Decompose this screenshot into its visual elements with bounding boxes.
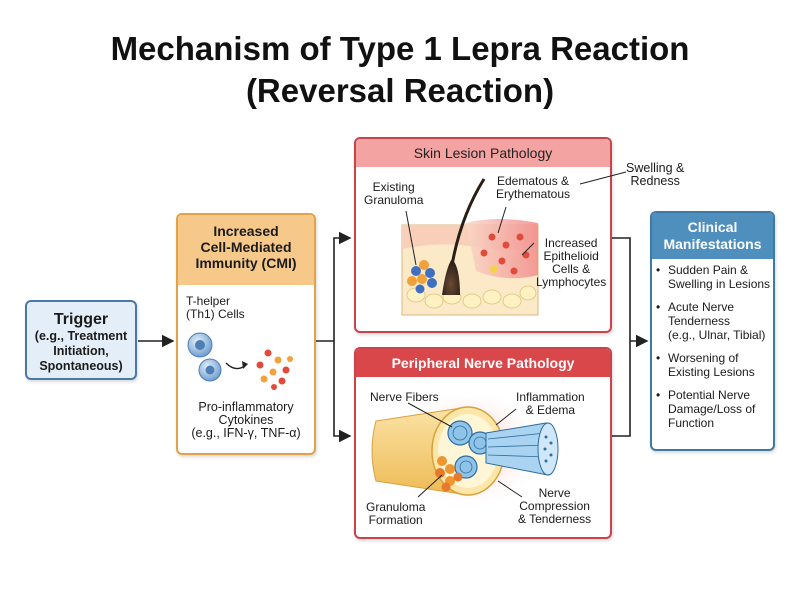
inflammation-edema-label: Inflammation & Edema [516,391,585,417]
clinical-list: • Sudden Pain & Swelling in Lesions • Ac… [656,263,773,439]
inflammation-line-1: Inflammation [516,390,585,404]
trigger-line-2: Initiation, [53,344,109,358]
compression-line-2: Compression [519,499,590,513]
trigger-box: Trigger (e.g., Treatment Initiation, Spo… [25,300,137,380]
cytokines-line-1: Pro-inflammatory [198,400,294,414]
cmi-header: Increased Cell-Mediated Immunity (CMI) [178,215,314,285]
th1-label-line-2: (Th1) Cells [186,307,245,321]
skin-lesion-panel: Skin Lesion Pathology [354,137,612,333]
clinical-item: • Acute Nerve Tenderness (e.g., Ulnar, T… [656,300,773,342]
swelling-line-2: Redness [630,174,680,188]
bullet-icon: • [656,351,661,365]
edematous-line-2: Erythematous [496,187,571,201]
clinical-item: • Sudden Pain & Swelling in Lesions [656,263,773,291]
nerve-fascicle-icon [447,420,492,479]
th1-label-line-1: T-helper [186,294,231,308]
clinical-item-1-line-2: Swelling in Lesions [668,277,771,291]
epithelioid-line-4: Lymphocytes [536,275,607,289]
edematous-label: Edematous & Erythematous [496,175,570,201]
edematous-line-1: Edematous & [497,174,570,188]
bullet-icon: • [656,300,661,314]
cmi-title-line-2: Cell-Mediated [200,239,292,255]
peripheral-nerve-panel: Peripheral Nerve Pathology [354,347,612,539]
existing-granuloma-label: Existing Granuloma [364,181,423,207]
cmi-title-line-1: Increased [213,223,279,239]
clinical-item: • Worsening of Existing Lesions [656,351,773,379]
clinical-item-4-line-2: Damage/Loss of [668,402,756,416]
clinical-item-2-line-1: Acute Nerve [668,300,735,314]
diagram-title: Mechanism of Type 1 Lepra Reaction (Reve… [0,28,800,112]
th1-cell-illustration [187,332,293,390]
connector-skin-out [612,237,631,437]
trigger-line-3: Spontaneous) [39,359,123,373]
nerve-granuloma-label: Granuloma Formation [366,501,425,527]
inflammatory-cells-icon [480,233,530,275]
clinical-item-2-line-3: (e.g., Ulnar, Tibial) [668,328,766,342]
skin-panel-title: Skin Lesion Pathology [356,139,610,167]
cytokines-line-3: (e.g., IFN-γ, TNF-α) [191,426,301,440]
arrow-cmi-to-nerve [333,341,352,443]
granuloma-icon [407,260,437,294]
nerve-granuloma-line-1: Granuloma [366,500,426,514]
clinical-item-3-line-1: Worsening of [668,351,739,365]
nerve-granuloma-icon [435,456,463,492]
clinical-item-3-line-2: Existing Lesions [668,365,755,379]
compression-line-3: & Tenderness [518,512,592,526]
compression-line-1: Nerve [538,486,571,500]
title-line-1: Mechanism of Type 1 Lepra Reaction [110,30,690,67]
swelling-line-1: Swelling & [626,161,685,175]
skin-cross-section-illustration [401,178,539,316]
clinical-item-1-line-1: Sudden Pain & [668,263,749,277]
clinical-item-4-line-1: Potential Nerve [668,388,751,402]
cytokine-dots-icon [256,349,293,390]
cmi-box: Increased Cell-Mediated Immunity (CMI) T… [176,213,316,455]
inflammation-line-2: & Edema [525,403,576,417]
existing-granuloma-line-2: Granuloma [364,193,424,207]
epithelioid-line-1: Increased [544,236,598,250]
cytokines-line-2: Cytokines [218,413,274,427]
clinical-item-4-line-3: Function [668,416,715,430]
clinical-item-2-line-2: Tenderness [668,314,731,328]
nerve-fibers-label: Nerve Fibers [370,390,439,404]
trigger-title: Trigger [53,311,109,328]
epithelioid-label: Increased Epithelioid Cells & Lymphocyte… [536,237,606,289]
arrow-cmi-to-skin [333,231,352,341]
clinical-header: Clinical Manifestations [652,213,773,259]
th1-label: T-helper (Th1) Cells [186,295,245,321]
nerve-compression-label: Nerve Compression & Tenderness [518,487,591,526]
nerve-panel-title: Peripheral Nerve Pathology [356,349,610,377]
clinical-manifestations-box: Clinical Manifestations • Sudden Pain & … [650,211,775,451]
bullet-icon: • [656,388,661,402]
bullet-icon: • [656,263,661,277]
nerve-granuloma-line-2: Formation [368,513,423,527]
clinical-title-line-2: Manifestations [663,236,762,252]
cmi-title-line-3: Immunity (CMI) [195,255,297,271]
swelling-redness-label: Swelling & Redness [626,162,684,188]
cytokines-label: Pro-inflammatory Cytokines (e.g., IFN-γ,… [178,401,314,440]
clinical-title-line-1: Clinical [687,219,738,235]
epithelioid-line-2: Epithelioid [543,249,599,263]
nerve-cross-section-illustration [371,387,559,511]
epithelioid-line-3: Cells & [552,262,591,276]
trigger-line-1: (e.g., Treatment [34,329,128,343]
existing-granuloma-line-1: Existing [372,180,415,194]
title-line-2: (Reversal Reaction) [245,72,555,109]
clinical-item: • Potential Nerve Damage/Loss of Functio… [656,388,773,430]
